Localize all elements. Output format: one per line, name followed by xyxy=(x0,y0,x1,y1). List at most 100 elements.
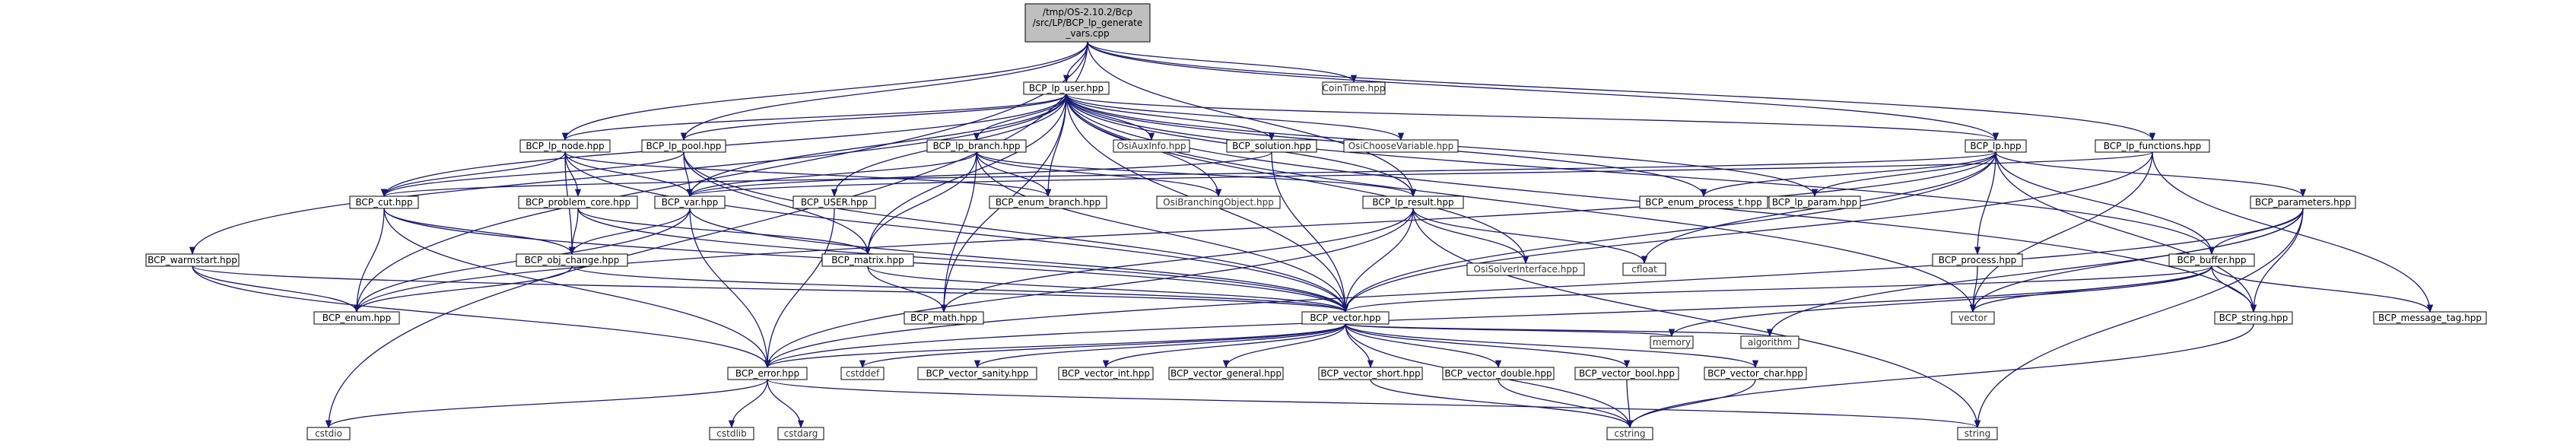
node-algorithm: algorithm xyxy=(1740,335,1799,349)
node-bcp-vector-double-hpp[interactable]: BCP_vector_double.hpp xyxy=(1442,367,1555,380)
node-box xyxy=(1362,195,1464,209)
node-label: BCP_math.hpp xyxy=(910,313,977,323)
node-label: OsiBranchingObject.hpp xyxy=(1163,197,1274,208)
node-tmp-os-2-10-2-bcp-src-lp-bcp-lp-generate-vars-cpp[interactable]: /tmp/OS-2.10.2/Bcp/src/LP/BCP_lp_generat… xyxy=(1024,3,1151,43)
node-label: BCP_lp_user.hpp xyxy=(1029,83,1104,94)
node-box xyxy=(1639,195,1768,209)
node-bcp-vector-hpp[interactable]: BCP_vector.hpp xyxy=(1301,311,1390,325)
node-bcp-lp-hpp[interactable]: BCP_lp.hpp xyxy=(1965,139,2027,153)
include-edge xyxy=(1342,208,1414,313)
node-box xyxy=(1322,81,1386,95)
node-label: BCP_vector_sanity.hpp xyxy=(926,368,1029,379)
include-edge xyxy=(353,208,385,313)
include-edge xyxy=(1995,151,2257,313)
node-box xyxy=(1704,367,1807,380)
node-box xyxy=(917,367,1037,380)
node-bcp-vector-int-hpp[interactable]: BCP_vector_int.hpp xyxy=(1058,367,1154,380)
node-box xyxy=(2168,253,2255,267)
node-bcp-enum-process-t-hpp[interactable]: BCP_enum_process_t.hpp xyxy=(1639,195,1768,209)
node-label: BCP_enum.hpp xyxy=(322,313,392,323)
node-bcp-problem-core-hpp[interactable]: BCP_problem_core.hpp xyxy=(518,195,638,209)
include-edge xyxy=(687,151,1272,198)
include-edge xyxy=(764,323,1346,369)
node-bcp-process-hpp[interactable]: BCP_process.hpp xyxy=(1932,253,2023,267)
node-bcp-lp-functions-hpp[interactable]: BCP_lp_functions.hpp xyxy=(2095,139,2210,153)
node-bcp-obj-change-hpp[interactable]: BCP_obj_change.hpp xyxy=(516,253,628,267)
node-bcp-matrix-hpp[interactable]: BCP_matrix.hpp xyxy=(821,253,914,267)
include-edge xyxy=(683,151,872,256)
node-box xyxy=(1606,427,1653,440)
node-bcp-vector-sanity-hpp[interactable]: BCP_vector_sanity.hpp xyxy=(917,367,1037,380)
node-box xyxy=(1156,195,1281,209)
node-box xyxy=(989,195,1107,209)
node-bcp-lp-branch-hpp[interactable]: BCP_lp_branch.hpp xyxy=(926,139,1027,153)
node-bcp-vector-short-hpp[interactable]: BCP_vector_short.hpp xyxy=(1318,367,1423,380)
include-edge xyxy=(562,94,1067,141)
node-cstdio: cstdio xyxy=(307,427,351,440)
node-label: BCP_parameters.hpp xyxy=(2255,197,2351,208)
include-edge xyxy=(859,323,1346,369)
node-label: BCP_string.hpp xyxy=(2219,313,2289,323)
node-bcp-buffer-hpp[interactable]: BCP_buffer.hpp xyxy=(2168,253,2255,267)
node-label: algorithm xyxy=(1748,337,1792,348)
include-edge xyxy=(1412,208,1529,265)
node-bcp-lp-pool-hpp[interactable]: BCP_lp_pool.hpp xyxy=(641,139,726,153)
node-bcp-solution-hpp[interactable]: BCP_solution.hpp xyxy=(1226,139,1317,153)
node-bcp-enum-hpp[interactable]: BCP_enum.hpp xyxy=(313,311,400,325)
include-edge xyxy=(683,151,1349,313)
node-osiauxinfo-hpp: OsiAuxInfo.hpp xyxy=(1113,139,1190,153)
include-edge xyxy=(568,208,579,256)
node-bcp-lp-result-hpp[interactable]: BCP_lp_result.hpp xyxy=(1362,195,1464,209)
node-bcp-cut-hpp[interactable]: BCP_cut.hpp xyxy=(349,195,419,209)
node-box xyxy=(1343,139,1459,153)
node-label: /src/LP/BCP_lp_generate xyxy=(1033,17,1143,28)
node-bcp-string-hpp[interactable]: BCP_string.hpp xyxy=(2214,311,2293,325)
node-bcp-vector-bool-hpp[interactable]: BCP_vector_bool.hpp xyxy=(1574,367,1679,380)
include-edge xyxy=(1345,323,1631,369)
include-edge xyxy=(1345,323,1374,369)
node-bcp-error-hpp[interactable]: BCP_error.hpp xyxy=(727,367,808,380)
include-edge xyxy=(940,208,1414,313)
node-box xyxy=(1024,3,1151,43)
node-bcp-parameters-hpp[interactable]: BCP_parameters.hpp xyxy=(2250,195,2356,209)
node-bcp-warmstart-hpp[interactable]: BCP_warmstart.hpp xyxy=(145,253,240,267)
node-label: BCP_matrix.hpp xyxy=(831,255,904,265)
node-label: BCP_lp_branch.hpp xyxy=(933,141,1021,151)
node-bcp-user-hpp[interactable]: BCP_USER.hpp xyxy=(792,195,876,209)
include-edge xyxy=(764,208,2304,369)
include-edge xyxy=(577,208,1349,313)
include-edge xyxy=(1700,151,1996,198)
include-edge xyxy=(1974,151,1996,256)
include-edge xyxy=(1342,151,2153,313)
node-label: BCP_vector_double.hpp xyxy=(1444,368,1552,379)
include-edge xyxy=(976,151,1222,198)
node-label: BCP_lp_param.hpp xyxy=(1772,197,1857,208)
include-edge xyxy=(1066,94,1977,313)
node-bcp-message-tag-hpp[interactable]: BCP_message_tag.hpp xyxy=(2373,311,2487,325)
node-memory: memory xyxy=(1650,335,1694,349)
node-bcp-lp-param-hpp[interactable]: BCP_lp_param.hpp xyxy=(1768,195,1861,209)
include-edge xyxy=(1345,323,1675,338)
node-box xyxy=(1740,335,1799,349)
include-edge xyxy=(1345,323,1758,369)
node-bcp-vector-char-hpp[interactable]: BCP_vector_char.hpp xyxy=(1704,367,1807,380)
include-edge xyxy=(1066,94,1999,141)
node-bcp-lp-node-hpp[interactable]: BCP_lp_node.hpp xyxy=(519,139,611,153)
node-box xyxy=(1058,367,1154,380)
include-edge xyxy=(2250,208,2304,313)
node-bcp-lp-user-hpp[interactable]: BCP_lp_user.hpp xyxy=(1023,81,1110,95)
include-edge xyxy=(1412,208,1648,265)
node-box xyxy=(792,195,876,209)
node-bcp-math-hpp[interactable]: BCP_math.hpp xyxy=(904,311,984,325)
node-box xyxy=(727,367,808,380)
node-bcp-enum-branch-hpp[interactable]: BCP_enum_branch.hpp xyxy=(989,195,1107,209)
include-edge xyxy=(383,208,771,369)
node-bcp-vector-general-hpp[interactable]: BCP_vector_general.hpp xyxy=(1168,367,1284,380)
include-edge xyxy=(380,151,684,198)
node-label: BCP_vector_bool.hpp xyxy=(1579,368,1675,379)
node-label: OsiAuxInfo.hpp xyxy=(1116,141,1186,151)
node-box xyxy=(145,253,240,267)
node-box xyxy=(1932,253,2023,267)
node-bcp-var-hpp[interactable]: BCP_var.hpp xyxy=(654,195,726,209)
